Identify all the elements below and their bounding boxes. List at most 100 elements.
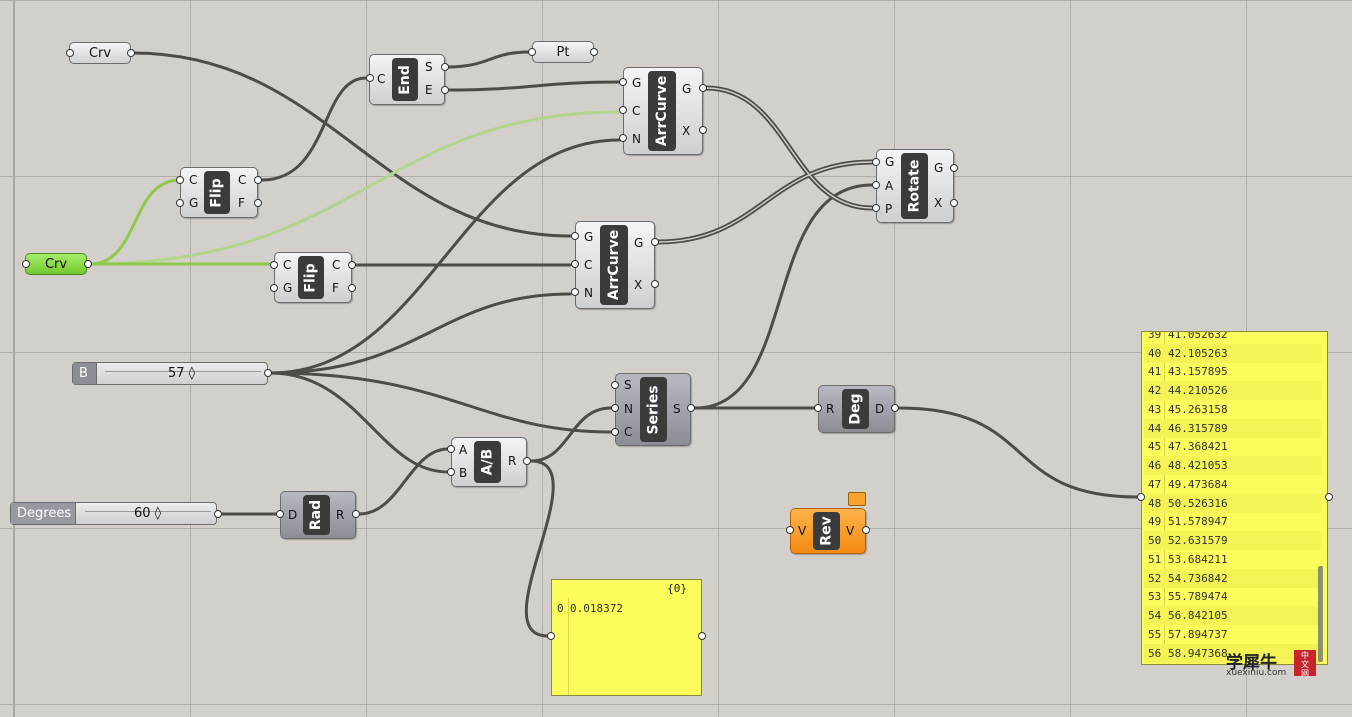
input-grip[interactable] bbox=[66, 49, 74, 57]
input-grip[interactable] bbox=[176, 199, 184, 207]
input-grip[interactable] bbox=[447, 445, 455, 453]
output-grip[interactable] bbox=[950, 199, 958, 207]
input-label: G bbox=[584, 230, 594, 244]
output-grip[interactable] bbox=[950, 164, 958, 172]
input-grip[interactable] bbox=[872, 158, 880, 166]
degrees-component[interactable]: R Deg D bbox=[818, 385, 895, 433]
output-grip[interactable] bbox=[352, 510, 360, 518]
slider-track[interactable] bbox=[85, 511, 211, 516]
output-grip[interactable] bbox=[254, 176, 262, 184]
input-label: C bbox=[584, 258, 593, 272]
array-curve-component[interactable]: G C N ArrCurve G X bbox=[575, 221, 655, 309]
input-grip[interactable] bbox=[366, 74, 374, 82]
wire bbox=[268, 292, 572, 375]
panel-small[interactable]: {0} 0 0.018372 bbox=[551, 579, 702, 696]
output-grip[interactable] bbox=[254, 199, 262, 207]
component-nickname: A/B bbox=[474, 441, 501, 483]
input-grip[interactable] bbox=[22, 260, 30, 268]
reverse-list-component[interactable]: V Rev V bbox=[790, 508, 866, 554]
input-label: C bbox=[624, 425, 633, 439]
series-component[interactable]: S N C Series S bbox=[615, 373, 691, 446]
slider-track[interactable] bbox=[105, 371, 261, 376]
flip-curve-component[interactable]: C G Flip C F bbox=[180, 167, 258, 218]
input-grip[interactable] bbox=[176, 176, 184, 184]
output-grip[interactable] bbox=[687, 404, 695, 412]
input-grip[interactable] bbox=[571, 232, 579, 240]
input-grip[interactable] bbox=[528, 48, 536, 56]
pt-param[interactable]: Pt bbox=[532, 41, 594, 63]
output-grip[interactable] bbox=[1325, 493, 1333, 501]
output-grip[interactable] bbox=[348, 261, 356, 269]
input-grip[interactable] bbox=[872, 181, 880, 189]
crv-param-selected[interactable]: Crv bbox=[25, 253, 87, 275]
array-curve-component[interactable]: G C N ArrCurve G X bbox=[623, 67, 703, 155]
panel-scrollbar[interactable] bbox=[1318, 566, 1323, 662]
output-grip[interactable] bbox=[84, 260, 92, 268]
output-label: G bbox=[934, 161, 944, 175]
slider-name: Degrees bbox=[11, 503, 76, 524]
output-grip[interactable] bbox=[698, 632, 706, 640]
wire bbox=[131, 51, 572, 238]
output-grip[interactable] bbox=[699, 84, 707, 92]
output-grip[interactable] bbox=[862, 526, 870, 534]
input-grip[interactable] bbox=[872, 204, 880, 212]
output-grip[interactable] bbox=[523, 457, 531, 465]
output-grip[interactable] bbox=[651, 238, 659, 246]
output-grip[interactable] bbox=[590, 48, 598, 56]
radians-component[interactable]: D Rad R bbox=[280, 491, 356, 539]
input-label: G bbox=[632, 76, 642, 90]
input-grip[interactable] bbox=[276, 510, 284, 518]
output-grip[interactable] bbox=[699, 126, 707, 134]
input-grip[interactable] bbox=[786, 526, 794, 534]
input-grip[interactable] bbox=[270, 261, 278, 269]
output-grip[interactable] bbox=[441, 86, 449, 94]
input-grip[interactable] bbox=[611, 428, 619, 436]
output-label: C bbox=[332, 258, 341, 272]
output-grip[interactable] bbox=[214, 510, 222, 518]
input-grip[interactable] bbox=[619, 134, 627, 142]
output-grip[interactable] bbox=[891, 404, 899, 412]
warning-balloon-icon[interactable] bbox=[848, 492, 866, 506]
end-points-component[interactable]: C End S E bbox=[369, 54, 445, 105]
input-grip[interactable] bbox=[814, 404, 822, 412]
wire bbox=[260, 76, 368, 182]
input-grip[interactable] bbox=[611, 404, 619, 412]
input-grip[interactable] bbox=[547, 632, 555, 640]
wire bbox=[268, 371, 613, 434]
input-label: G bbox=[283, 281, 293, 295]
output-grip[interactable] bbox=[264, 369, 272, 377]
output-grip[interactable] bbox=[441, 63, 449, 71]
flip-curve-component[interactable]: C G Flip C F bbox=[274, 252, 352, 303]
division-component[interactable]: A B A/B R bbox=[451, 437, 527, 487]
input-label: N bbox=[584, 286, 593, 300]
wire-selected bbox=[88, 178, 182, 266]
number-slider-degrees[interactable]: Degrees 60 ◊ bbox=[10, 502, 217, 525]
input-grip[interactable] bbox=[270, 284, 278, 292]
crv-param-label: Crv bbox=[88, 45, 112, 61]
wire bbox=[268, 371, 450, 474]
panel-branch-header: {0} bbox=[667, 582, 687, 595]
input-grip[interactable] bbox=[571, 260, 579, 268]
number-slider-b[interactable]: B 57 ◊ bbox=[72, 362, 268, 385]
output-grip[interactable] bbox=[348, 284, 356, 292]
input-grip[interactable] bbox=[1137, 493, 1145, 501]
input-grip[interactable] bbox=[611, 381, 619, 389]
input-label: A bbox=[459, 443, 468, 457]
component-nickname: Rotate bbox=[901, 153, 928, 219]
input-grip[interactable] bbox=[619, 78, 627, 86]
input-grip[interactable] bbox=[619, 106, 627, 114]
rotate-component[interactable]: G A P Rotate G X bbox=[876, 149, 954, 223]
output-grip[interactable] bbox=[651, 280, 659, 288]
output-grip[interactable] bbox=[127, 49, 135, 57]
input-grip[interactable] bbox=[571, 288, 579, 296]
crv-param-top[interactable]: Crv bbox=[69, 42, 131, 64]
input-grip[interactable] bbox=[447, 468, 455, 476]
